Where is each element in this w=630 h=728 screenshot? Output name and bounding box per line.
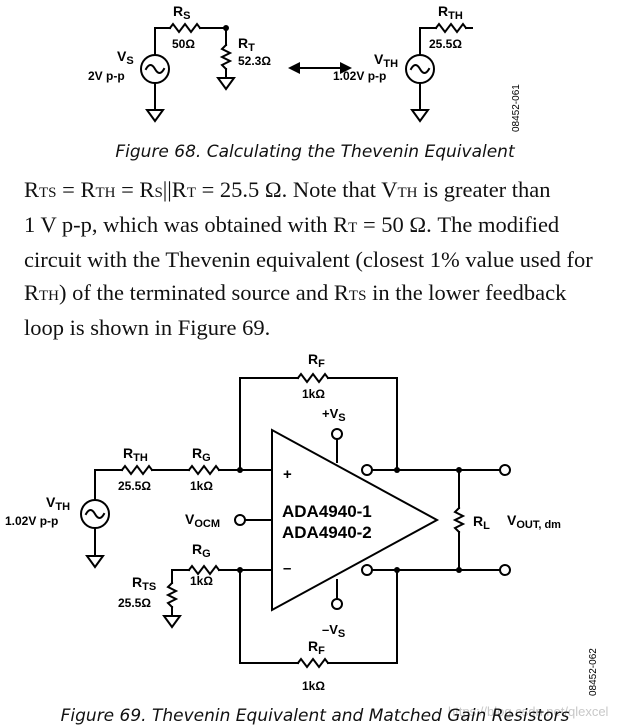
body-paragraph: RTS = RTH = RS||RT = 25.5 Ω. Note that V… [24, 174, 624, 344]
ground-symbol [145, 109, 165, 123]
paragraph-line-4: RTH) of the terminated source and RTS in… [24, 279, 567, 305]
watermark: https://blog.csdn.net/qlexcel [448, 704, 609, 719]
rt-resistor [219, 43, 233, 71]
output-neg-bubble [361, 564, 373, 576]
rf-bot-value: 1kΩ [302, 679, 325, 693]
part-number-2: ADA4940-2 [282, 523, 372, 542]
rs-label: RS [173, 3, 190, 22]
figure-69-schematic: RF 1kΩ RF 1kΩ RTH 25.5Ω RG 1kΩ RG 1kΩ RT… [5, 351, 609, 719]
vs-label: VS [117, 48, 134, 67]
rt-label: RT [238, 35, 255, 54]
junction-dot [237, 467, 243, 473]
rf-top-value: 1kΩ [302, 387, 325, 401]
vs-neg-pin-circle [331, 598, 343, 610]
vs-pos-pin-circle [331, 428, 343, 440]
output-pos-bubble [361, 464, 373, 476]
rf-bot-label: RF [308, 638, 325, 657]
rg-bot-resistor [187, 564, 221, 576]
output-terminal-top [499, 464, 511, 476]
rf-top-resistor [296, 372, 330, 384]
rg-top-value: 1kΩ [190, 479, 213, 493]
junction-dot [223, 25, 229, 31]
figure-68-caption: Figure 68. Calculating the Thevenin Equi… [115, 142, 515, 162]
junction-dot [394, 567, 400, 573]
vout-label: VOUT, dm [507, 512, 561, 531]
rs-resistor [168, 22, 202, 34]
paragraph-line-3: circuit with the Thevenin equivalent (cl… [24, 247, 593, 273]
ground-symbol [216, 77, 236, 91]
arrow-right-icon [340, 62, 352, 74]
rg-top-label: RG [192, 445, 211, 464]
rg-bot-value: 1kΩ [190, 574, 213, 588]
vs-value: 2V p-p [88, 69, 125, 83]
vocm-pin-circle [234, 514, 246, 526]
minus-sign: – [283, 560, 291, 577]
rg-top-resistor [187, 464, 221, 476]
arrow-left-icon [288, 62, 300, 74]
rth-resistor [434, 22, 468, 34]
ground-symbol [85, 555, 105, 569]
ground-symbol [162, 615, 182, 629]
vth-value: 1.02V p-p [5, 514, 58, 528]
paragraph-line-5: loop is shown in Figure 69. [24, 314, 271, 340]
rts-value: 25.5Ω [118, 596, 151, 610]
figure-code: 08452-062 [588, 648, 599, 696]
junction-dot [237, 567, 243, 573]
rt-value: 52.3Ω [238, 54, 271, 68]
figure-69-caption: Figure 69. Thevenin Equivalent and Match… [60, 706, 570, 726]
figure-68-schematic: RS 50Ω RT 52.3Ω VS 2V p-p RTH 25.5Ω VTH … [88, 3, 522, 132]
rth-label: RTH [123, 445, 148, 464]
rts-resistor [165, 581, 179, 609]
rth-resistor [120, 464, 154, 476]
rl-resistor [452, 506, 466, 534]
rg-bot-label: RG [192, 541, 211, 560]
ground-symbol [410, 109, 430, 123]
vs-neg-label: –VS [322, 622, 345, 640]
vth-value: 1.02V p-p [333, 69, 386, 83]
junction-dot [394, 467, 400, 473]
rl-label: RL [473, 513, 490, 532]
vth-label: VTH [46, 494, 70, 513]
part-number-1: ADA4940-1 [282, 502, 372, 521]
rth-label: RTH [438, 3, 463, 22]
paragraph-line-2: 1 V p-p, which was obtained with RT = 50… [24, 212, 560, 238]
figure-code: 08452-061 [511, 84, 522, 132]
vs-pos-label: +VS [322, 406, 346, 424]
rf-top-label: RF [308, 351, 325, 370]
paragraph-line-1: RTS = RTH = RS||RT = 25.5 Ω. Note that V… [24, 177, 551, 202]
rs-value: 50Ω [172, 37, 195, 51]
rts-label: RTS [132, 574, 156, 593]
rf-bot-resistor [296, 657, 330, 669]
vth-label: VTH [374, 51, 398, 70]
rth-value: 25.5Ω [429, 37, 462, 51]
plus-sign: + [283, 466, 292, 483]
output-terminal-bottom [499, 564, 511, 576]
vocm-label: VOCM [185, 511, 220, 530]
rth-value: 25.5Ω [118, 479, 151, 493]
